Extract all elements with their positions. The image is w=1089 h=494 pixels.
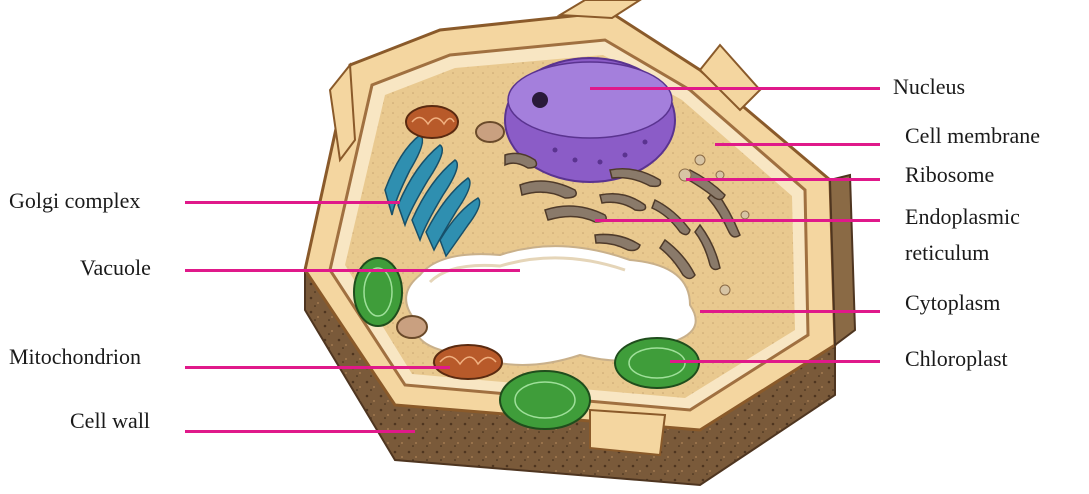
leader-cell-wall — [185, 430, 415, 433]
label-cell-membrane: Cell membrane — [905, 123, 1040, 149]
leader-cell-membrane — [715, 143, 880, 146]
wall-stub-right — [830, 175, 855, 345]
label-reticulum: reticulum — [905, 240, 989, 266]
leader-ribosome — [686, 178, 880, 181]
leader-nucleus — [590, 87, 880, 90]
label-mitochondrion: Mitochondrion — [9, 344, 141, 370]
label-nucleus: Nucleus — [893, 74, 965, 100]
leader-vacuole — [185, 269, 520, 272]
label-vacuole: Vacuole — [80, 255, 151, 281]
granule-left — [397, 316, 427, 338]
label-ribosome: Ribosome — [905, 162, 994, 188]
label-golgi-complex: Golgi complex — [9, 188, 140, 214]
leader-chloroplast — [670, 360, 880, 363]
leader-mitochondrion — [185, 366, 450, 369]
granule-top — [476, 122, 504, 142]
label-endoplasmic: Endoplasmic — [905, 204, 1020, 230]
mitochondrion — [434, 345, 502, 379]
label-cell-wall: Cell wall — [70, 408, 150, 434]
mitochondrion-top — [406, 106, 458, 138]
chloroplast-bottom — [500, 371, 590, 429]
chloroplast — [615, 338, 699, 388]
wall-stub-top — [560, 0, 640, 18]
label-cytoplasm: Cytoplasm — [905, 290, 1000, 316]
nucleolus — [532, 92, 548, 108]
wall-pit — [590, 410, 665, 455]
leader-endoplasmic-reticulum — [595, 219, 880, 222]
leader-cytoplasm — [700, 310, 880, 313]
label-chloroplast: Chloroplast — [905, 346, 1008, 372]
leader-golgi — [185, 201, 400, 204]
